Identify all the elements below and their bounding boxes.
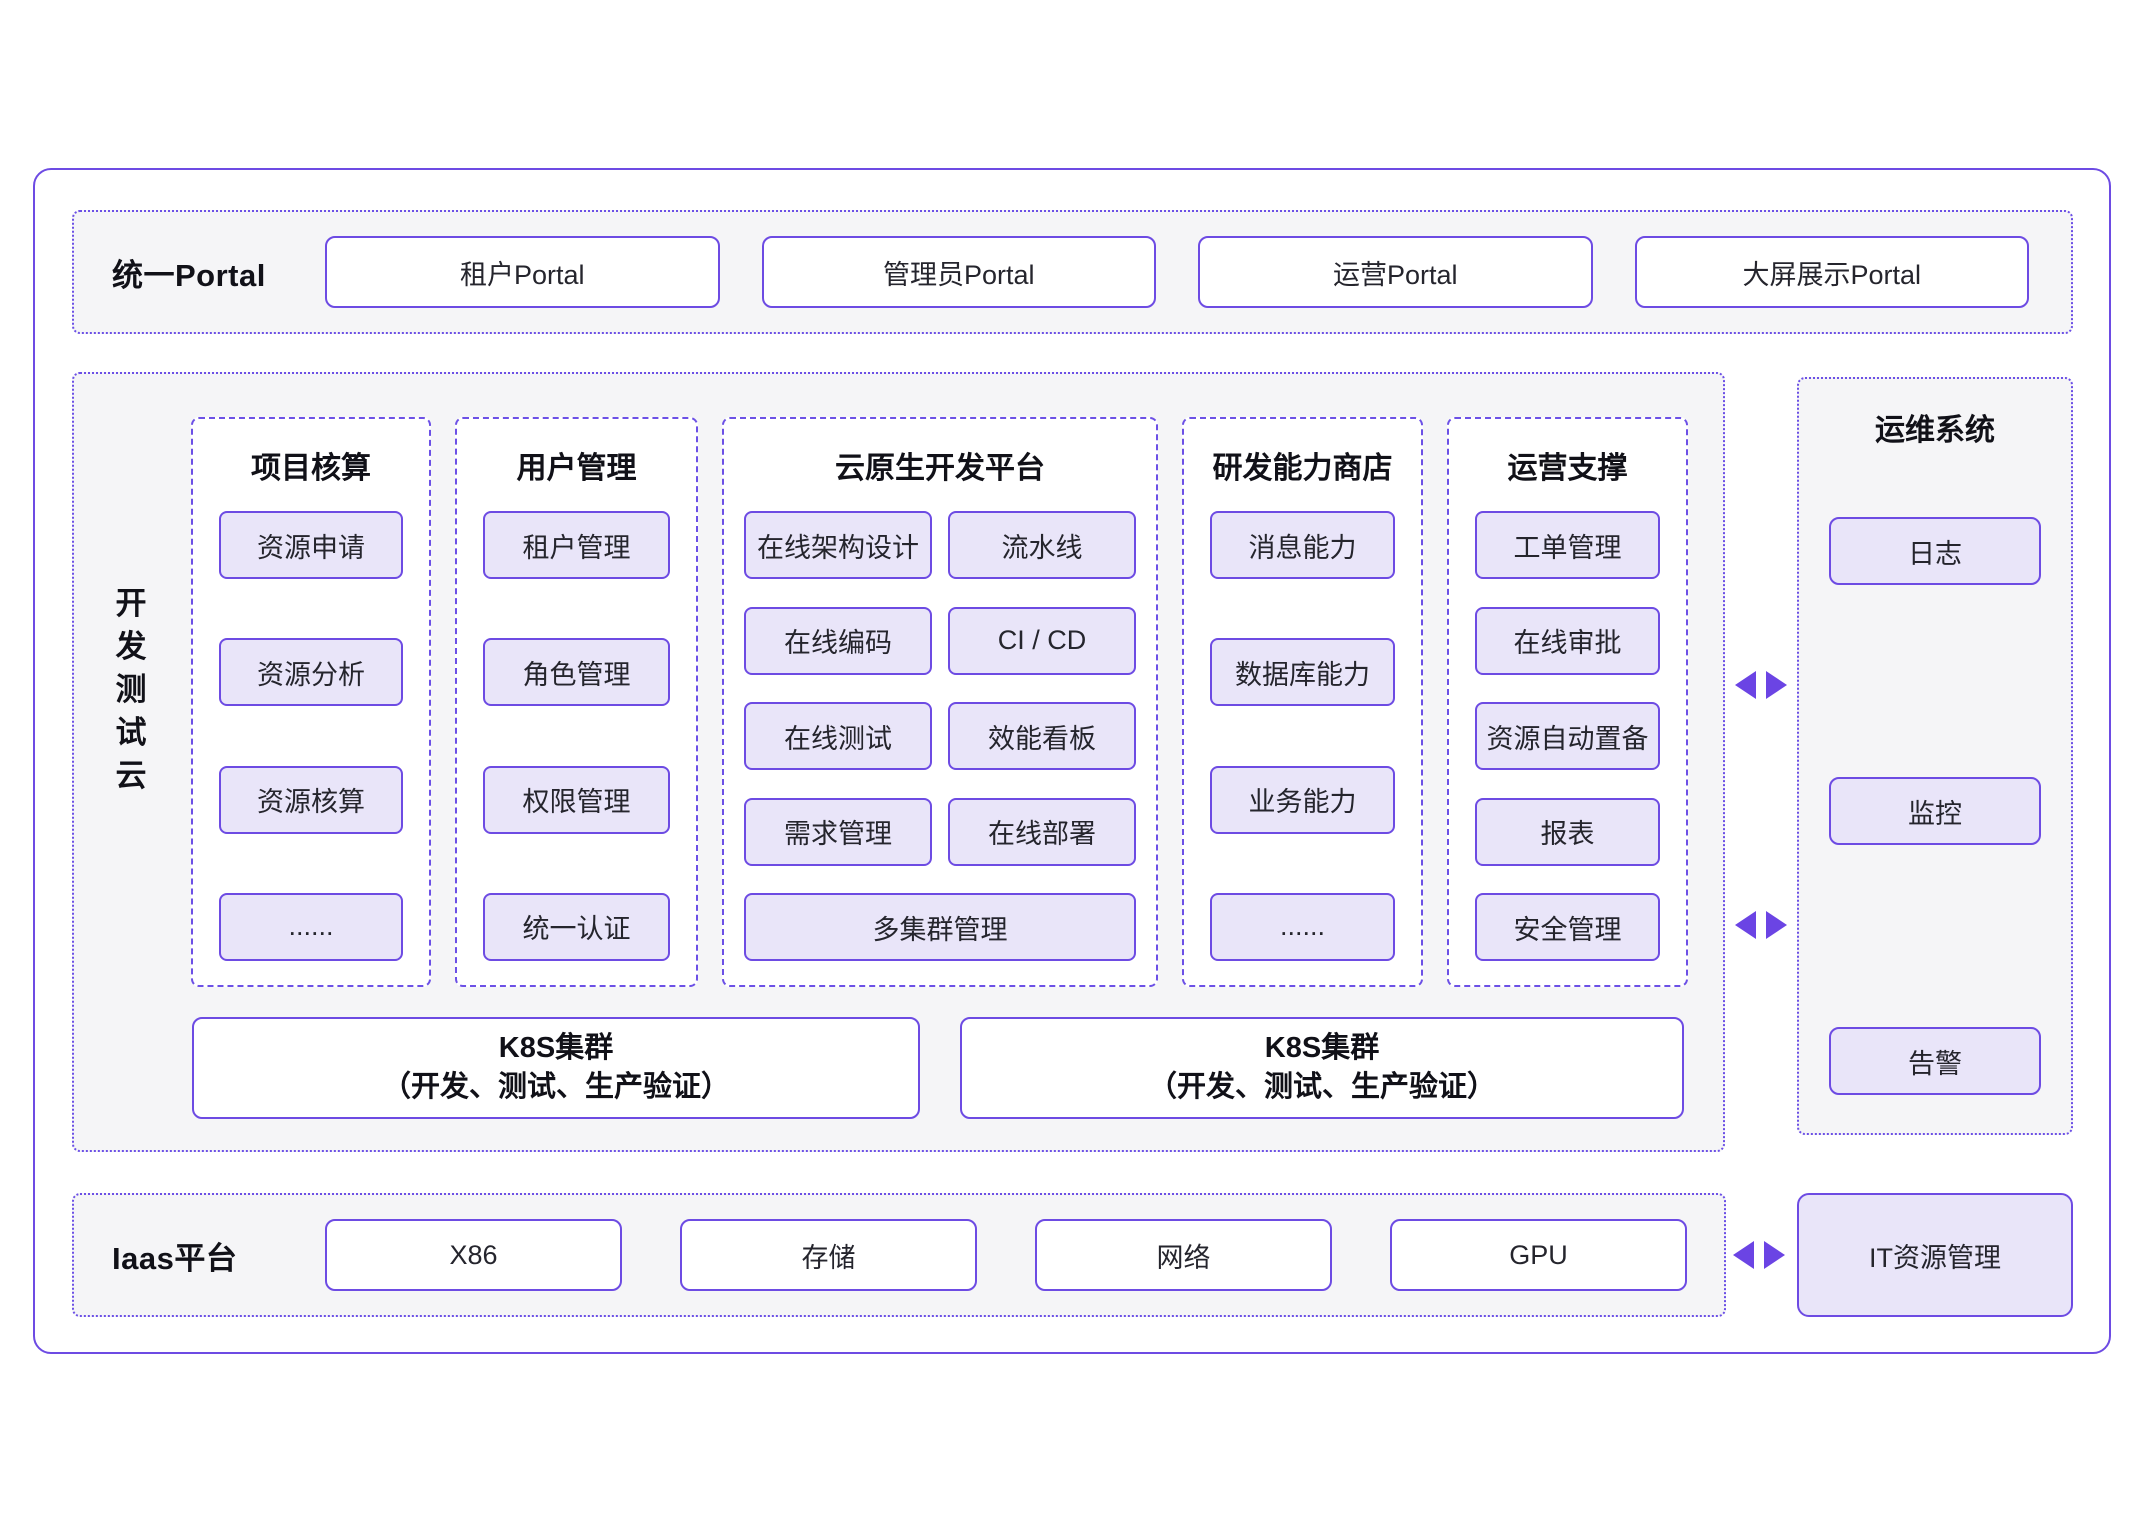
- portal-box-bigscreen: 大屏展示Portal: [1634, 236, 2029, 308]
- column-cloud-native-platform: 云原生开发平台 在线架构设计 流水线 在线编码 CI / CD 在线测试 效能看…: [722, 417, 1158, 987]
- item-multi-cluster-mgmt: 多集群管理: [744, 893, 1136, 961]
- item-message-capability: 消息能力: [1210, 511, 1395, 579]
- item-report: 报表: [1475, 797, 1660, 866]
- item-ci-cd: CI / CD: [948, 606, 1136, 675]
- bidirectional-arrow-icon: [1735, 671, 1787, 699]
- iaas-box-gpu: GPU: [1390, 1219, 1687, 1291]
- item-ticket-mgmt: 工单管理: [1475, 511, 1660, 579]
- column-title: 用户管理: [516, 452, 637, 485]
- item-performance-board: 效能看板: [948, 702, 1136, 770]
- k8s-cluster-subtitle: （开发、测试、生产验证）: [1147, 1071, 1496, 1103]
- it-resource-mgmt-box: IT资源管理: [1797, 1193, 2073, 1317]
- dev-cloud-section: 开发测试云 项目核算 资源申请 资源分析 资源核算 ...... 用户管理 租户…: [72, 372, 1725, 1152]
- item-ellipsis: ......: [219, 892, 403, 961]
- column-items: 资源申请 资源分析 资源核算 ......: [193, 511, 429, 985]
- portal-box-tenant: 租户Portal: [325, 236, 720, 308]
- item-row: 需求管理 在线部署: [744, 797, 1136, 866]
- column-user-management: 用户管理 租户管理 角色管理 权限管理 统一认证: [455, 417, 698, 987]
- column-project-accounting: 项目核算 资源申请 资源分析 资源核算 ......: [191, 417, 431, 987]
- k8s-cluster-box: K8S集群 （开发、测试、生产验证）: [192, 1017, 920, 1119]
- k8s-cluster-subtitle: （开发、测试、生产验证）: [381, 1071, 730, 1103]
- column-title: 项目核算: [251, 452, 371, 485]
- item-security-mgmt: 安全管理: [1475, 893, 1660, 961]
- item-resource-accounting: 资源核算: [219, 765, 403, 834]
- item-database-capability: 数据库能力: [1210, 638, 1395, 707]
- item-resource-analysis: 资源分析: [219, 638, 403, 707]
- portal-box-row: 租户Portal 管理员Portal 运营Portal 大屏展示Portal: [325, 236, 2029, 308]
- column-items: 消息能力 数据库能力 业务能力 ......: [1184, 511, 1421, 985]
- dev-cloud-label: 开发测试云: [115, 586, 147, 793]
- column-items: 在线架构设计 流水线 在线编码 CI / CD 在线测试 效能看板 需求管理 在…: [724, 511, 1156, 985]
- column-title: 运营支撑: [1507, 452, 1628, 485]
- arrow-right-icon: [1764, 1241, 1785, 1269]
- arrow-left-icon: [1733, 1241, 1754, 1269]
- item-online-arch-design: 在线架构设计: [744, 511, 932, 579]
- item-online-testing: 在线测试: [744, 702, 932, 770]
- item-permission-mgmt: 权限管理: [483, 765, 670, 834]
- column-items: 租户管理 角色管理 权限管理 统一认证: [457, 511, 696, 985]
- arrow-left-icon: [1735, 671, 1756, 699]
- item-online-coding: 在线编码: [744, 606, 932, 675]
- column-rd-capability-store: 研发能力商店 消息能力 数据库能力 业务能力 ......: [1182, 417, 1423, 987]
- bidirectional-arrow-icon: [1735, 911, 1787, 939]
- arrow-left-icon: [1735, 911, 1756, 939]
- item-logs: 日志: [1829, 517, 2041, 585]
- k8s-cluster-title: K8S集群: [1264, 1031, 1380, 1064]
- iaas-box-row: X86 存储 网络 GPU: [325, 1219, 1687, 1291]
- bidirectional-arrow-icon: [1733, 1241, 1785, 1269]
- item-requirement-mgmt: 需求管理: [744, 797, 932, 866]
- iaas-section: Iaas平台 X86 存储 网络 GPU: [72, 1193, 1726, 1317]
- column-title: 云原生开发平台: [835, 452, 1045, 485]
- item-online-approval: 在线审批: [1475, 606, 1660, 675]
- item-resource-apply: 资源申请: [219, 511, 403, 579]
- iaas-section-label: Iaas平台: [112, 1240, 238, 1276]
- ops-system-title: 运维系统: [1875, 414, 1995, 447]
- item-online-deploy: 在线部署: [948, 797, 1136, 866]
- item-monitoring: 监控: [1829, 777, 2041, 845]
- item-pipeline: 流水线: [948, 511, 1136, 579]
- portal-section-label: 统一Portal: [112, 257, 266, 293]
- item-row: 在线架构设计 流水线: [744, 511, 1136, 579]
- column-items: 工单管理 在线审批 资源自动置备 报表 安全管理: [1449, 511, 1686, 985]
- item-unified-auth: 统一认证: [483, 892, 670, 961]
- item-business-capability: 业务能力: [1210, 765, 1395, 834]
- k8s-cluster-box: K8S集群 （开发、测试、生产验证）: [960, 1017, 1684, 1119]
- iaas-box-storage: 存储: [680, 1219, 977, 1291]
- k8s-cluster-title: K8S集群: [498, 1031, 614, 1064]
- item-ellipsis: ......: [1210, 892, 1395, 961]
- capability-columns: 项目核算 资源申请 资源分析 资源核算 ...... 用户管理 租户管理 角色管…: [191, 417, 1688, 987]
- portal-section: 统一Portal 租户Portal 管理员Portal 运营Portal 大屏展…: [72, 210, 2073, 334]
- item-row: 在线测试 效能看板: [744, 702, 1136, 770]
- portal-box-operation: 运营Portal: [1198, 236, 1593, 308]
- ops-system-section: 运维系统 日志 监控 告警: [1797, 377, 2073, 1135]
- item-auto-provisioning: 资源自动置备: [1475, 702, 1660, 770]
- column-operation-support: 运营支撑 工单管理 在线审批 资源自动置备 报表 安全管理: [1447, 417, 1688, 987]
- item-role-mgmt: 角色管理: [483, 638, 670, 707]
- item-alerting: 告警: [1829, 1027, 2041, 1095]
- item-tenant-mgmt: 租户管理: [483, 511, 670, 579]
- iaas-box-x86: X86: [325, 1219, 622, 1291]
- column-title: 研发能力商店: [1212, 452, 1393, 485]
- item-row: 在线编码 CI / CD: [744, 606, 1136, 675]
- portal-box-admin: 管理员Portal: [761, 236, 1156, 308]
- arrow-right-icon: [1766, 671, 1787, 699]
- arrow-right-icon: [1766, 911, 1787, 939]
- iaas-box-network: 网络: [1035, 1219, 1332, 1291]
